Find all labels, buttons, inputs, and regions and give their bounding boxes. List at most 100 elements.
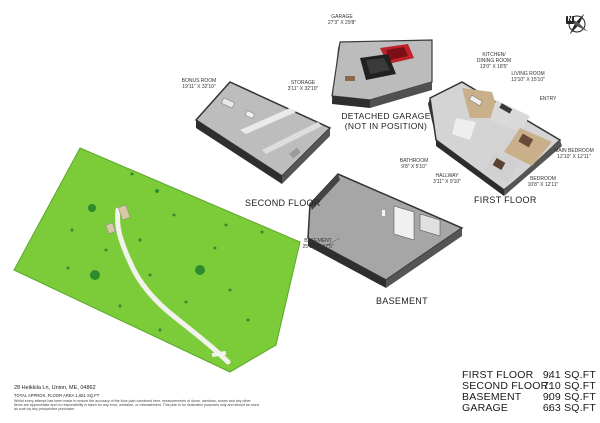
garage-wall-right [370,82,432,108]
tree [90,270,100,280]
area-row-second-floor: SECOND FLOOR: 710 SQ.FT [462,380,596,392]
second-floor-storage [262,122,322,154]
tree [195,265,205,275]
room-name: BASEMENT [304,238,332,244]
room-label-basement: BASEMENT 25'10" x 37'5" [300,238,336,250]
room-dim: 3'11" x 9'10" [433,179,461,185]
tree [138,238,142,242]
area-name: SECOND FLOOR: [462,380,552,392]
room-dim: 12'10" x 15'10" [511,77,545,83]
second-floor-stair [289,147,301,159]
first-floor-right-wall [504,140,562,196]
tree [155,189,159,193]
first-floor-model [428,81,562,196]
site-plan [13,147,301,373]
lot-driveway-end [211,350,227,358]
basement-model [307,173,464,288]
second-floor-side-wall [282,128,330,184]
sofa-living [499,103,513,114]
basement-left-wall [310,174,340,210]
garage-title: DETACHED GARAGE (NOT IN POSITION) [338,111,434,131]
bonus-room-sofa [220,97,236,109]
room-label-living: LIVING ROOM 12'10" x 15'10" [508,71,548,83]
area-name: BASEMENT [462,391,522,403]
area-name: FIRST FLOOR [462,369,534,381]
room-dim: 13'0" x 18'5" [479,64,509,70]
room-name: LIVING ROOM [511,71,545,77]
area-row-garage: GARAGE : 663 SQ.FT [462,402,596,414]
room-label-storage: STORAGE 3'11" x 32'10" [284,80,322,92]
room-dim: 19'11" x 32'10" [182,84,216,90]
garage-subtitle-line: (NOT IN POSITION) [344,121,428,131]
bonus-room-table [244,110,255,119]
first-floor-title: FIRST FLOOR [474,195,537,205]
room-name: KITCHEN/ DINING ROOM [476,52,512,64]
room-dim: 9'8" x 5'10" [401,164,427,170]
basement-title: BASEMENT [376,296,428,306]
total-floor-area: TOTAL APPROX. FLOOR AREA 1,651 SQ.FT [14,393,100,398]
room-name: BONUS ROOM [181,78,217,84]
compass-letter: N [566,16,574,24]
second-floor-model [194,81,332,184]
lot-garage [105,222,116,235]
garage-model [331,39,433,108]
room-dim: 27'3" x 29'8" [327,20,357,26]
main-bedroom-floor [504,128,552,166]
tree [66,266,70,270]
tree [130,172,134,176]
area-row-first-floor: FIRST FLOOR : 941 SQ.FT [462,369,596,381]
compass-icon [566,13,588,35]
room-label-bonus: BONUS ROOM 19'11" x 32'10" [178,78,220,90]
room-name: GARAGE [331,14,353,20]
first-floor-front-wall [428,98,438,146]
room-name: STORAGE [290,80,316,86]
area-value: 710 SQ.FT [542,380,596,392]
basement-right-wall [386,228,462,288]
room-label-hallway: HALLWAY 3'11" x 9'10" [430,173,464,185]
room-name: ENTRY [539,96,557,102]
basement-partition [393,205,415,241]
room-label-entry: ENTRY [538,96,558,102]
area-value: 663 SQ.FT [542,402,596,414]
property-address: 28 Heikkila Ln, Union, ME, 04862 [14,385,96,391]
lot-trees [66,172,264,332]
room-label-bedroom: BEDROOM 10'8" x 12'11" [524,176,562,188]
area-row-basement: BASEMENT : 909 SQ.FT [462,391,596,403]
tree [118,304,122,308]
room-label-main-bedroom: MAIN BEDROOM 12'10" x 12'11" [554,148,594,160]
tree [70,228,74,232]
lot-house [117,204,131,221]
tree [224,223,228,227]
basement-front-wall [308,238,386,288]
bathroom-floor [452,118,476,140]
driveway-path [115,207,231,365]
garage-bench [345,76,355,81]
first-floor-bottom-wall [436,140,504,196]
room-name: HALLWAY [435,173,459,179]
second-floor-title: SECOND FLOOR [245,198,321,208]
area-value: 941 SQ.FT [542,369,596,381]
room-dim: 12'10" x 12'11" [557,154,591,160]
tree [148,273,152,277]
tree [260,230,264,234]
garage-wall [332,96,370,108]
area-value: 909 SQ.FT [542,391,596,403]
kitchen-island [468,94,483,106]
tree [246,318,250,322]
room-label-garage: GARAGE 27'3" x 29'8" [322,14,362,26]
room-name: BEDROOM [530,176,556,182]
room-name: BATHROOM [399,158,429,164]
room-dim: 25'10" x 37'5" [302,244,334,250]
bed-second [492,158,506,170]
area-colon: : [548,402,552,414]
tree [228,288,232,292]
second-floor-partition [240,108,296,134]
room-name: MAIN BEDROOM [554,148,594,154]
tree [213,246,217,250]
room-dim: 10'8" x 12'11" [527,182,559,188]
tree [184,300,188,304]
area-colon: : [548,391,552,403]
lot-lawn [13,147,301,373]
tree [104,248,108,252]
